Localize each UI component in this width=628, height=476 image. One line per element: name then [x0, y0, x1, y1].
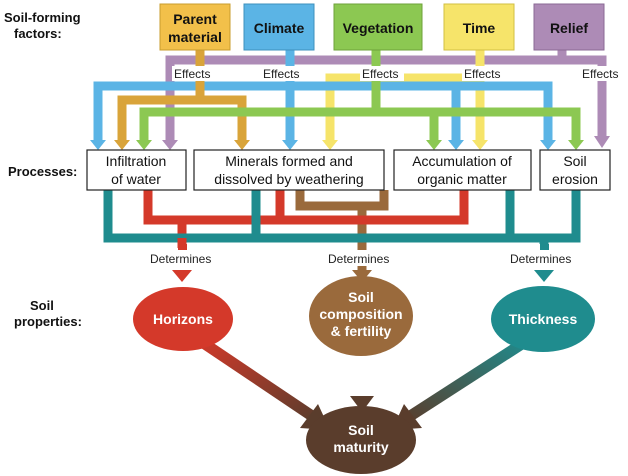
determines-label: Determines: [510, 252, 571, 266]
property-label: Horizons: [153, 311, 213, 327]
factor-arrowheads: [90, 136, 610, 150]
process-weathering: Minerals formed and dissolved by weather…: [193, 149, 385, 191]
factor-label: Parent: [173, 11, 217, 27]
process-label: dissolved by weathering: [214, 171, 363, 187]
maturity-arrows: [192, 333, 531, 430]
process-organic-matter: Accumulation of organic matter: [393, 149, 532, 191]
property-horizons: Horizons: [133, 287, 233, 351]
factor-connectors: [93, 50, 607, 142]
property-composition: Soil composition & fertility: [309, 276, 413, 356]
process-label: erosion: [552, 171, 598, 187]
properties-label-line1: Soil: [30, 298, 54, 313]
factor-time: Time: [443, 3, 515, 51]
effects-label: Effects: [362, 67, 398, 81]
factor-label: material: [168, 29, 222, 45]
factor-label: Vegetation: [343, 20, 414, 36]
process-label: Minerals formed and: [225, 153, 353, 169]
outcome-label: maturity: [333, 439, 388, 455]
effects-labels: Effects Effects Effects Effects Effects: [172, 66, 624, 81]
determines-label: Determines: [328, 252, 389, 266]
factor-label: Time: [463, 20, 496, 36]
effects-label: Effects: [582, 67, 618, 81]
factor-relief: Relief: [533, 3, 605, 51]
property-label: & fertility: [331, 323, 392, 339]
determines-labels: Determines Determines Determines: [148, 250, 580, 266]
factors-label-line1: Soil-forming: [4, 10, 81, 25]
property-thickness: Thickness: [491, 286, 595, 352]
property-label: Soil: [348, 289, 374, 305]
factor-parent-material: Parent material: [159, 3, 231, 51]
process-label: organic matter: [417, 171, 507, 187]
process-label: of water: [111, 171, 161, 187]
process-infiltration: Infiltration of water: [86, 149, 187, 191]
property-label: Thickness: [509, 311, 578, 327]
effects-label: Effects: [263, 67, 299, 81]
property-label: composition: [319, 306, 402, 322]
outcome-label: Soil: [348, 422, 374, 438]
factors-label-line2: factors:: [14, 26, 62, 41]
process-erosion: Soil erosion: [539, 149, 611, 191]
process-label: Accumulation of: [412, 153, 512, 169]
outcome-soil-maturity: Soil maturity: [306, 406, 416, 474]
effects-label: Effects: [464, 67, 500, 81]
factor-label: Relief: [550, 20, 588, 36]
processes-label: Processes:: [8, 164, 77, 179]
factor-label: Climate: [254, 20, 305, 36]
factor-vegetation: Vegetation: [333, 3, 423, 51]
effects-label: Effects: [174, 67, 210, 81]
factor-climate: Climate: [243, 3, 315, 51]
determines-label: Determines: [150, 252, 211, 266]
process-label: Infiltration: [106, 153, 167, 169]
process-label: Soil: [563, 153, 586, 169]
properties-label-line2: properties:: [14, 314, 82, 329]
